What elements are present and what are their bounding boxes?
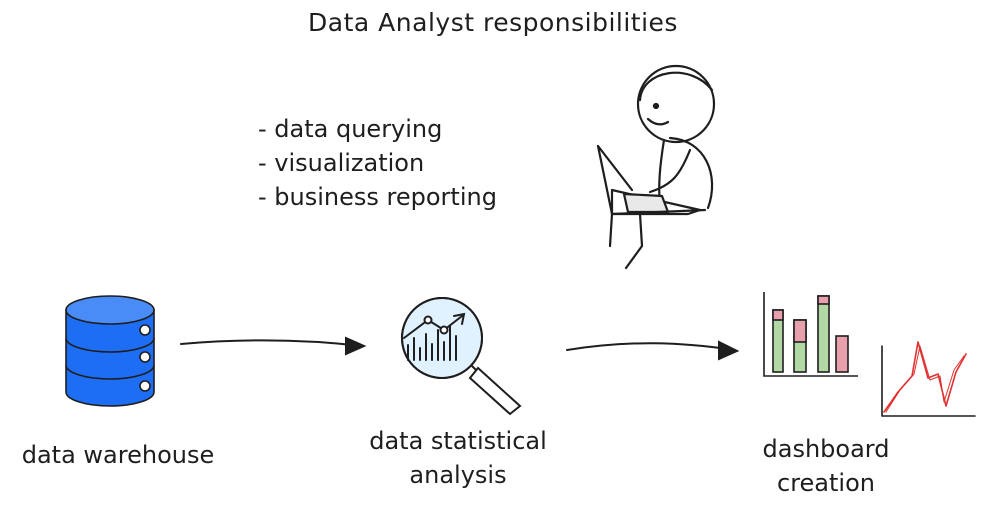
data-warehouse-label: data warehouse bbox=[21, 441, 215, 469]
bar-chart-icon bbox=[763, 292, 858, 377]
responsibility-item: - visualization bbox=[258, 149, 425, 177]
label-line: data statistical bbox=[369, 427, 547, 455]
person-with-laptop-icon bbox=[596, 64, 716, 270]
responsibility-item: - business reporting bbox=[258, 183, 497, 211]
database-icon bbox=[65, 295, 155, 407]
dashboard-creation-label: dashboard creation bbox=[726, 432, 926, 500]
responsibilities-list: - data querying - visualization - busine… bbox=[258, 112, 497, 214]
label-line: creation bbox=[777, 469, 875, 497]
responsibility-item: - data querying bbox=[258, 115, 443, 143]
flow-arrow bbox=[566, 340, 740, 361]
line-chart-icon bbox=[881, 341, 976, 417]
flow-arrow bbox=[180, 336, 367, 356]
diagram-title: Data Analyst responsibilities bbox=[308, 8, 678, 37]
data-analysis-label: data statistical analysis bbox=[330, 424, 586, 492]
magnifier-chart-icon bbox=[401, 297, 522, 416]
label-line: dashboard bbox=[762, 435, 890, 463]
label-line: analysis bbox=[409, 461, 507, 489]
